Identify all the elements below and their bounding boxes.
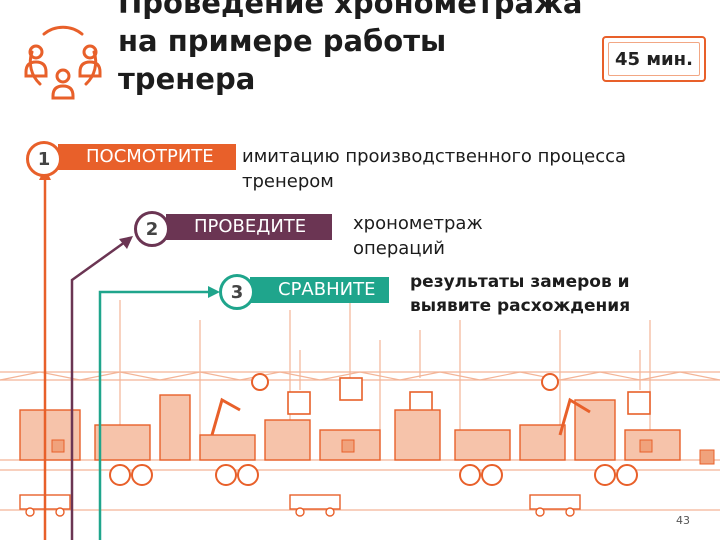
time-box: 45 мин. (602, 36, 706, 82)
factory-line-illustration (0, 300, 720, 517)
page-number: 43 (676, 514, 690, 527)
page-title: Проведение хронометража на примере работ… (118, 0, 583, 96)
time-label: 45 мин. (608, 42, 700, 76)
step-3-badge: 3 (219, 274, 255, 310)
step-1-label: ПОСМОТРИТЕ (58, 144, 236, 170)
step-2-text: хронометраж операций (353, 213, 483, 259)
step-3-text: результаты замеров и выявите расхождения (410, 272, 631, 316)
step-2-badge: 2 (134, 211, 170, 247)
step-1-text: имитацию производственного процесса трен… (242, 146, 627, 192)
team-icon (24, 25, 102, 100)
step-2-label: ПРОВЕДИТЕ (166, 214, 332, 240)
step-3-label: СРАВНИТЕ (250, 277, 389, 303)
step-1-badge: 1 (26, 141, 62, 177)
